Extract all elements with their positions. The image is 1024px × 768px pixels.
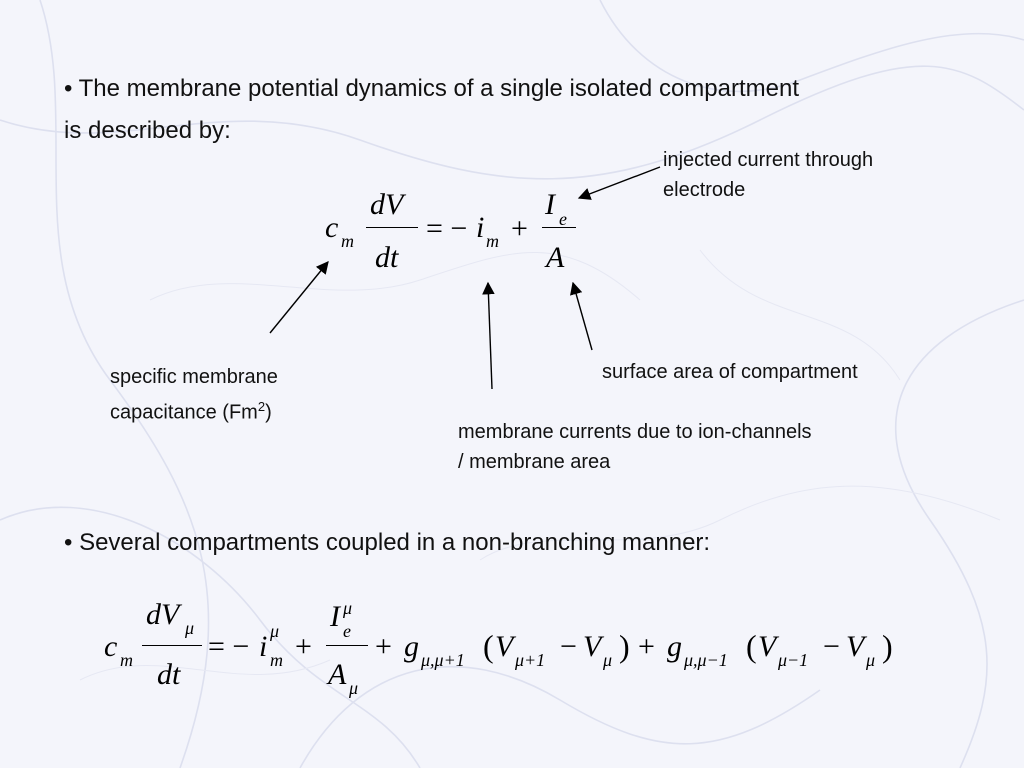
bullet-single-compartment-continued: is described by:: [64, 117, 231, 144]
capacitance-unit-exponent: 2: [257, 399, 266, 414]
eq2-fraction-bar-2: [326, 645, 368, 646]
eq1-dv: dV: [370, 188, 404, 221]
eq2-paren-open-1: (: [483, 628, 494, 664]
eq2-c-subscript: m: [120, 650, 133, 670]
eq2-V-current-2: V: [846, 630, 865, 663]
eq2-A-subscript: μ: [349, 678, 359, 698]
annotation-surface-area: surface area of compartment: [602, 361, 858, 383]
eq2-I-superscript: μ: [343, 598, 353, 618]
eq1-equals-minus: = −: [426, 212, 468, 245]
eq2-dt: dt: [157, 658, 181, 691]
eq2-V-current-2-subscript: μ: [866, 650, 876, 670]
eq2-c: c: [104, 630, 118, 663]
annotation-membrane-currents-continued: / membrane area: [458, 451, 611, 473]
eq2-fraction-bar-1: [142, 645, 202, 646]
eq1-fraction-bar-1: [366, 227, 418, 228]
eq2-paren-open-2: (: [746, 628, 757, 664]
eq1-fraction-bar-2: [542, 227, 576, 228]
eq2-g-backward-subscript: μ,μ−1: [684, 650, 728, 670]
capacitance-unit-close: ): [265, 401, 272, 424]
eq2-plus-3: +: [638, 630, 655, 663]
eq2-V-next-subscript: μ+1: [515, 650, 546, 670]
annotation-membrane-currents: membrane currents due to ion-channels: [458, 421, 812, 443]
eq2-minus-2: −: [823, 630, 840, 663]
eq2-dv-subscript: μ: [185, 618, 195, 638]
capacitance-unit-text: capacitance (Fm: [110, 401, 258, 424]
arrow-to-surface-area: [570, 281, 593, 351]
eq1-i: i: [476, 211, 485, 244]
eq1-dt: dt: [375, 241, 399, 274]
eq2-plus-2: +: [375, 630, 392, 663]
eq1-I-subscript: e: [559, 209, 567, 229]
eq2-equals-minus: = −: [208, 630, 250, 663]
eq1-A: A: [546, 241, 565, 274]
eq2-V-previous: V: [758, 630, 777, 663]
bullet-single-compartment: • The membrane potential dynamics of a s…: [64, 75, 799, 102]
annotation-injected-current-continued: electrode: [663, 179, 746, 201]
bullet-coupled-compartments: • Several compartments coupled in a non-…: [64, 529, 711, 556]
eq2-plus-1: +: [295, 630, 312, 663]
annotation-injected-current: injected current through: [663, 149, 874, 171]
eq2-g-forward-subscript: μ,μ+1: [421, 650, 465, 670]
eq2-paren-close-2: ): [882, 628, 893, 664]
eq2-V-next: V: [495, 630, 514, 663]
eq2-A: A: [328, 658, 347, 691]
eq2-i-superscript: μ: [270, 621, 280, 641]
eq1-c-subscript: m: [341, 231, 354, 251]
arrow-to-membrane-current: [482, 281, 495, 390]
eq2-g-backward: g: [667, 630, 682, 663]
eq2-V-current-1-subscript: μ: [603, 650, 613, 670]
eq2-i-subscript: m: [270, 650, 283, 670]
eq1-i-subscript: m: [486, 231, 499, 251]
eq1-I: I: [545, 188, 555, 221]
annotation-specific-capacitance: specific membrane: [110, 366, 278, 388]
membrane-equation-single: c m dV dt = − i m + I e A: [300, 180, 600, 280]
eq2-I-subscript: e: [343, 621, 351, 641]
eq2-V-current-1: V: [583, 630, 602, 663]
annotation-specific-capacitance-units: capacitance (Fm2): [110, 392, 272, 428]
arrow-to-capacitance: [269, 261, 329, 334]
eq2-i: i: [259, 630, 268, 663]
eq2-dv: dV: [146, 598, 180, 631]
eq2-I: I: [330, 600, 340, 633]
eq2-g-forward: g: [404, 630, 419, 663]
arrow-to-injected-current: [577, 166, 661, 200]
eq2-V-previous-subscript: μ−1: [778, 650, 809, 670]
eq2-minus-1: −: [560, 630, 577, 663]
eq1-plus: +: [511, 212, 528, 245]
eq2-paren-close-1: ): [619, 628, 630, 664]
membrane-equation-coupled: c m dV μ dt = − i μ m + I μ e A μ + g μ,…: [90, 590, 920, 700]
eq1-c: c: [325, 211, 339, 244]
